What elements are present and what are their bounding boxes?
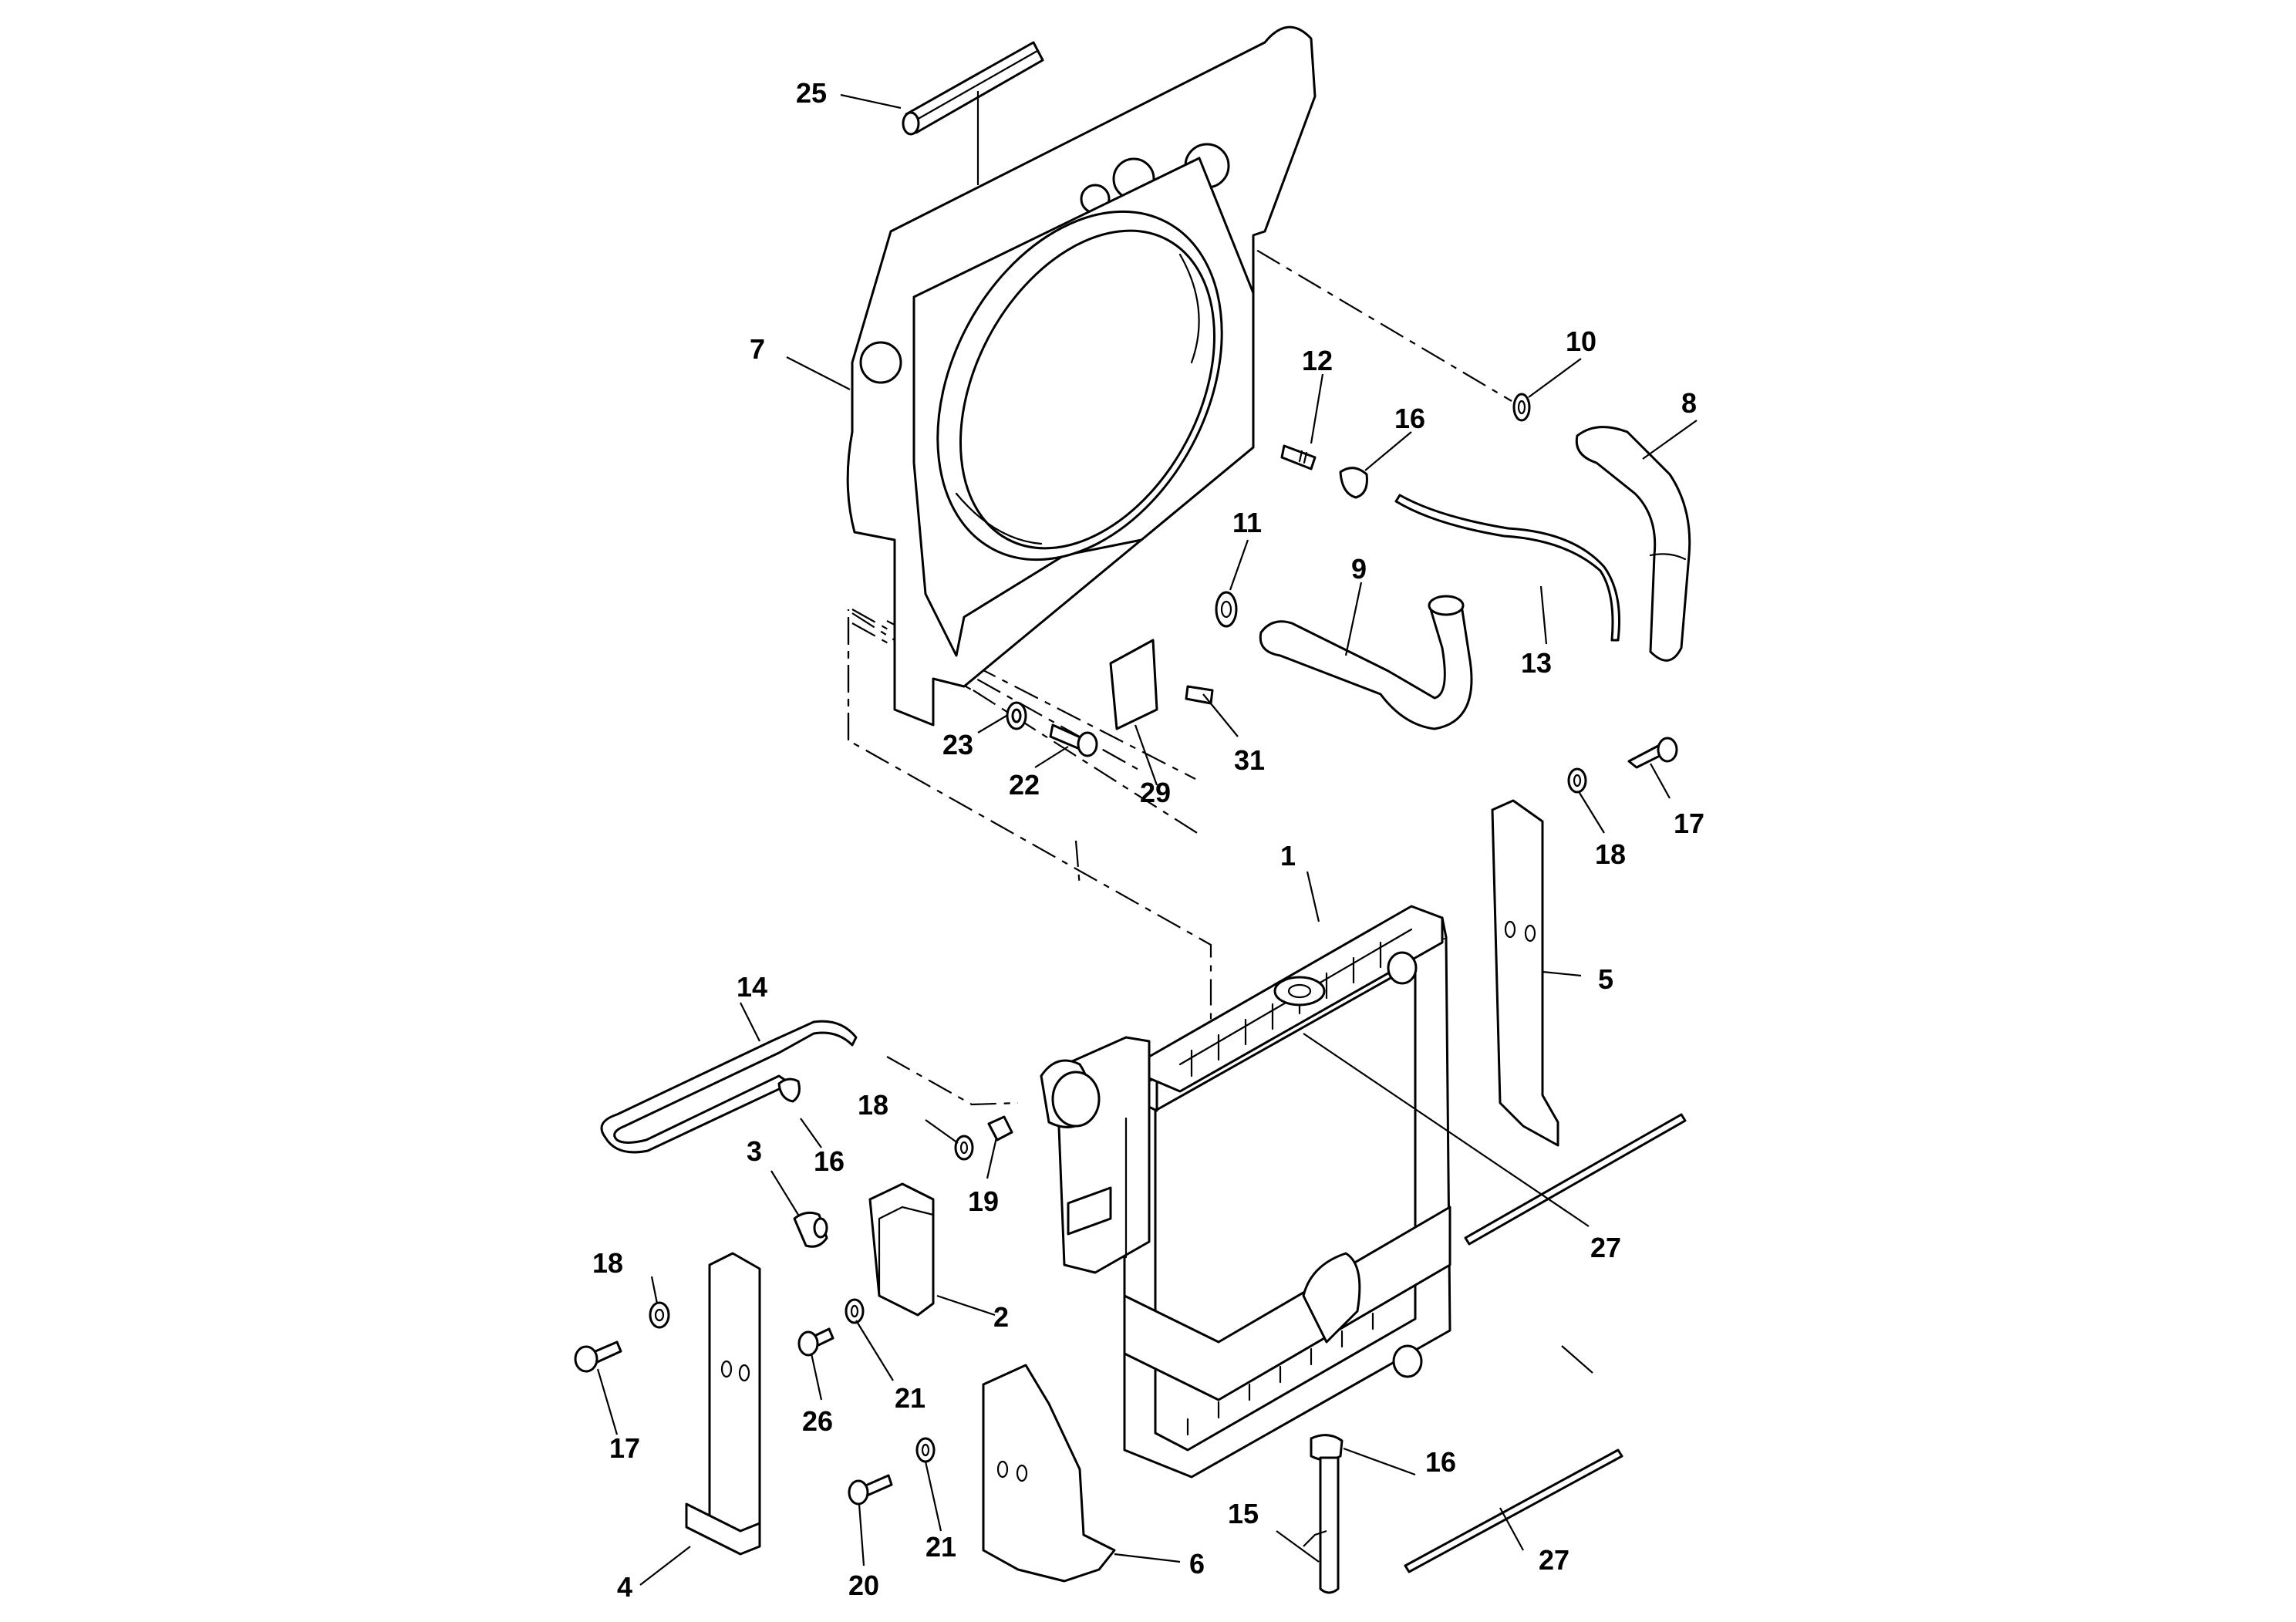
- part-5-bracket: [1491, 799, 1559, 1147]
- callout-18a: 18: [1595, 838, 1626, 870]
- callout-16a: 16: [1394, 403, 1425, 434]
- part-3-isolator: [793, 1211, 828, 1248]
- callout-16c: 16: [1425, 1446, 1456, 1478]
- part-6-bracket: [982, 1364, 1116, 1583]
- callout-18b: 18: [858, 1089, 888, 1121]
- part-27-seal-strip-a: [1464, 1113, 1687, 1246]
- part-12-fitting: [1280, 444, 1317, 470]
- part-21-washer-a: [845, 1298, 865, 1324]
- part-16-clamp-lower-b: [1310, 1434, 1344, 1462]
- part-14-overflow-tube: [600, 1020, 858, 1154]
- part-16-clamp-lower-a: [777, 1077, 801, 1103]
- callout-3: 3: [747, 1135, 762, 1167]
- part-26-bolt: [797, 1327, 834, 1357]
- part-23-washer: [1006, 701, 1027, 730]
- callout-4: 4: [617, 1571, 632, 1603]
- callout-20: 20: [848, 1570, 879, 1601]
- callout-21b: 21: [925, 1531, 956, 1563]
- part-29-cover-plate: [1109, 639, 1158, 730]
- callout-10: 10: [1566, 325, 1596, 357]
- callout-23: 23: [942, 729, 973, 760]
- callout-5: 5: [1598, 963, 1613, 995]
- part-18-washer-b: [954, 1135, 974, 1161]
- part-17-bolt-upper: [1627, 737, 1678, 769]
- callout-29: 29: [1140, 777, 1171, 808]
- callout-8: 8: [1681, 387, 1697, 419]
- callout-19: 19: [968, 1185, 999, 1217]
- part-4-bracket: [685, 1252, 761, 1556]
- callout-13: 13: [1521, 647, 1552, 679]
- callout-27b: 27: [1539, 1544, 1569, 1576]
- callout-7: 7: [750, 333, 765, 365]
- callout-12: 12: [1302, 345, 1333, 376]
- callout-17b: 17: [609, 1432, 640, 1464]
- callout-14: 14: [737, 971, 767, 1003]
- callout-17a: 17: [1674, 808, 1704, 839]
- callout-21a: 21: [895, 1382, 925, 1414]
- callout-6: 6: [1189, 1548, 1205, 1580]
- part-9-lower-hose: [1259, 595, 1473, 730]
- part-16-clamp-upper: [1339, 467, 1368, 499]
- part-2-bracket: [868, 1182, 935, 1317]
- part-1-side-tank: [1040, 1036, 1151, 1274]
- part-19-nut: [987, 1115, 1013, 1141]
- part-18-washer-a: [649, 1301, 670, 1329]
- part-13-overflow-hose: [1394, 494, 1620, 642]
- part-17-bolt-lower: [574, 1340, 622, 1373]
- callout-15: 15: [1228, 1498, 1259, 1529]
- callout-labels: 1 2 3 4 5 6 7 8 9 10 11 12 13 14 15 16 1…: [592, 77, 1704, 1603]
- part-25-seal-strip: [902, 41, 1044, 185]
- part-18-washer-c: [1567, 767, 1587, 794]
- callout-1: 1: [1280, 840, 1296, 872]
- callout-2: 2: [993, 1301, 1009, 1333]
- leader-lines: [596, 93, 1698, 1586]
- callout-11: 11: [1232, 507, 1262, 538]
- callout-26: 26: [802, 1405, 833, 1437]
- part-11-hose-clamp: [1215, 591, 1238, 628]
- part-22-bolt: [1049, 723, 1098, 757]
- part-7-fan-shroud: [846, 25, 1317, 727]
- part-1-radiator: [1123, 905, 1451, 1479]
- callout-9: 9: [1351, 553, 1367, 585]
- callout-25: 25: [796, 77, 827, 109]
- part-15-drain-tube: [1319, 1456, 1340, 1594]
- callout-16b: 16: [814, 1145, 845, 1177]
- part-20-bolt: [848, 1474, 893, 1506]
- part-27-seal-strip-b: [1404, 1448, 1623, 1573]
- callout-18c: 18: [592, 1247, 623, 1279]
- part-8-upper-hose: [1575, 426, 1691, 662]
- part-21-washer-b: [915, 1437, 936, 1463]
- part-10-hose-clamp: [1512, 393, 1531, 422]
- callout-31: 31: [1234, 744, 1265, 776]
- callout-27a: 27: [1590, 1232, 1621, 1263]
- callout-22: 22: [1009, 769, 1040, 801]
